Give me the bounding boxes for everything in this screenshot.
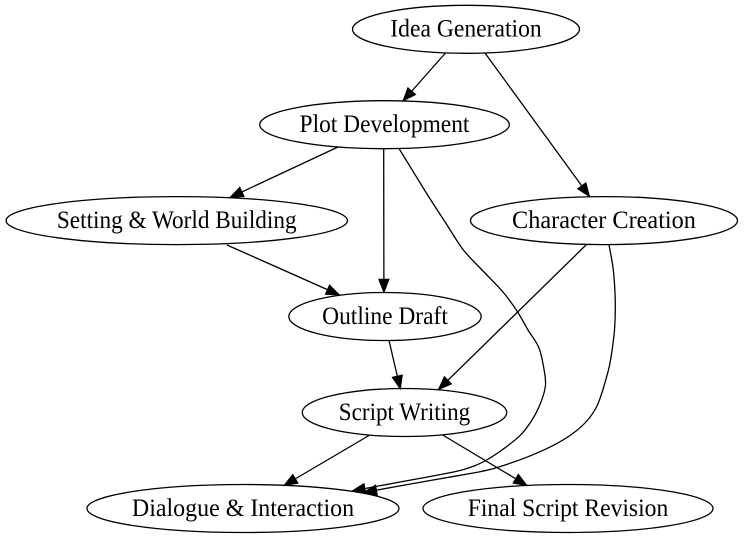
svg-text:Outline Draft: Outline Draft xyxy=(322,303,448,330)
svg-text:Character Creation: Character Creation xyxy=(512,207,696,234)
svg-text:Script Writing: Script Writing xyxy=(339,399,471,426)
svg-text:Final Script Revision: Final Script Revision xyxy=(468,495,669,522)
svg-text:Setting & World Building: Setting & World Building xyxy=(57,207,297,234)
svg-text:Dialogue & Interaction: Dialogue & Interaction xyxy=(132,495,355,522)
svg-text:Idea Generation: Idea Generation xyxy=(390,16,542,43)
svg-text:Plot Development: Plot Development xyxy=(300,111,470,138)
